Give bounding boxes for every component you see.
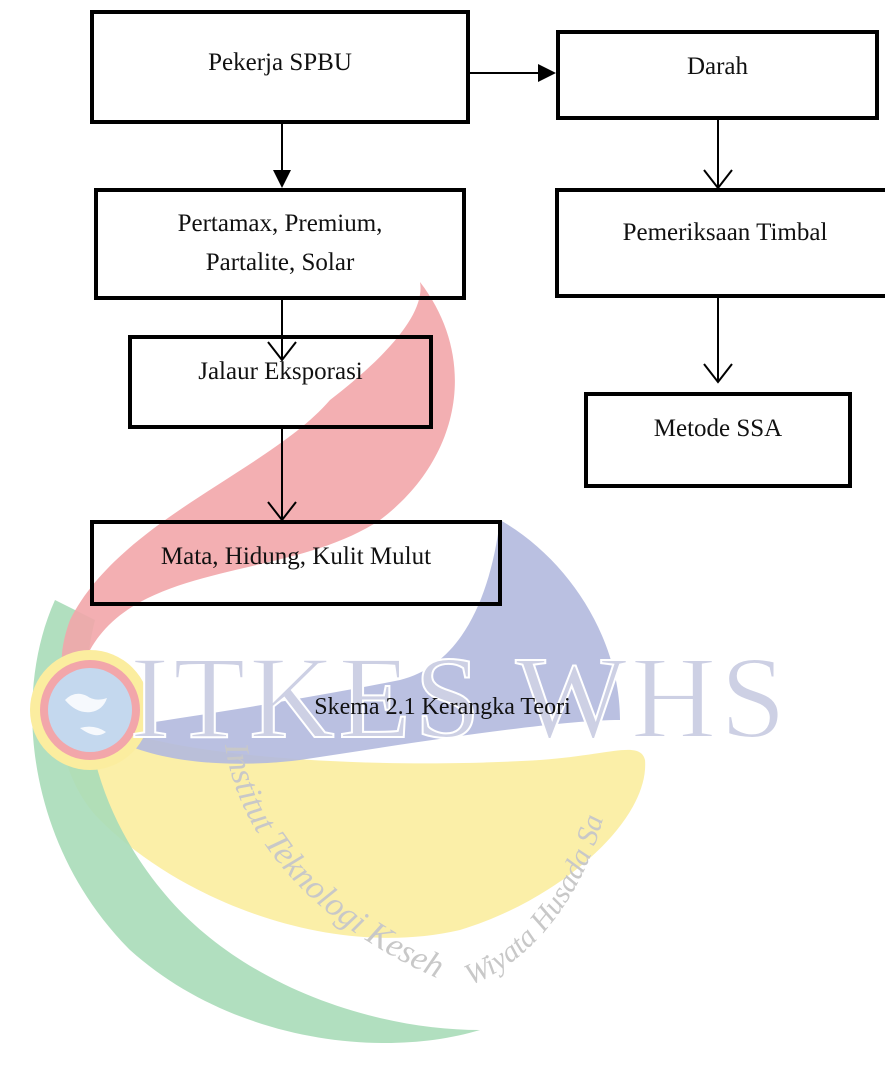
watermark-globe-land xyxy=(65,693,107,736)
arrow-pekerja-bbm-head xyxy=(273,170,291,188)
watermark-red-band xyxy=(61,282,455,674)
node-pemeriksaan-timbal: Pemeriksaan Timbal xyxy=(555,188,885,298)
node-darah-label: Darah xyxy=(686,53,749,80)
arrow-timbal-ssa-head xyxy=(703,363,733,384)
node-pekerja-label: Pekerja SPBU xyxy=(208,49,352,76)
watermark-green-band xyxy=(32,600,480,1044)
node-metode-ssa: Metode SSA xyxy=(584,392,852,488)
node-mata-hidung-kulit: Mata, Hidung, Kulit Mulut xyxy=(90,520,502,606)
watermark-brand-text: ITKES WHS xyxy=(129,631,790,764)
node-darah: Darah xyxy=(556,30,879,120)
node-mata-hidung-kulit-label: Mata, Hidung, Kulit Mulut xyxy=(160,543,432,570)
node-fuel-types-line2: Partalite, Solar xyxy=(205,249,355,276)
node-metode-ssa-label: Metode SSA xyxy=(653,415,783,442)
node-jalur-eksporasi-label: Jalaur Eksporasi xyxy=(198,358,363,385)
node-fuel-types-line1: Pertamax, Premium, xyxy=(177,210,383,238)
node-fuel-types: Pertamax, Premium, Partalite, Solar xyxy=(94,188,466,300)
arrow-bbm-jalur-head xyxy=(267,341,297,362)
node-jalur-eksporasi: Jalaur Eksporasi xyxy=(128,335,433,429)
node-pemeriksaan-timbal-label: Pemeriksaan Timbal xyxy=(622,219,828,246)
node-fuel-types-label: Pertamax, Premium, Partalite, Solar xyxy=(170,205,391,283)
arrow-pekerja-darah-head xyxy=(538,64,556,82)
watermark-blue-band xyxy=(100,520,620,764)
node-pekerja-spbu: Pekerja SPBU xyxy=(90,10,470,124)
figure-caption: Skema 2.1 Kerangka Teori xyxy=(314,694,571,720)
